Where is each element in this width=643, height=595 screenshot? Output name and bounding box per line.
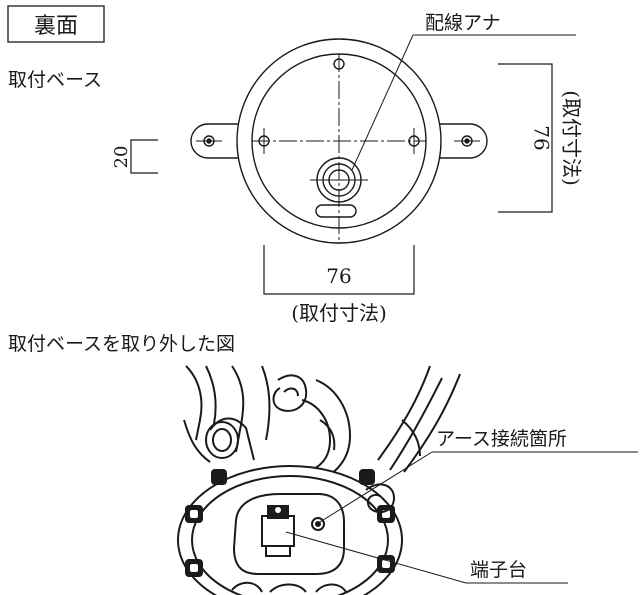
ground-point-label: アース接続箇所	[436, 428, 567, 450]
back-side-title-box: 裏面	[7, 5, 105, 43]
dim-76-horizontal-value: 76	[326, 264, 351, 288]
mounting-base-label: 取付ベース	[8, 69, 102, 91]
dim-76-vertical-note: (取付寸法)	[560, 90, 584, 186]
wiring-hole-label: 配線アナ	[425, 12, 501, 34]
dim-20-value: 20	[111, 146, 132, 169]
dim-76-vertical	[498, 63, 553, 213]
dim-76-vertical-value: 76	[530, 125, 554, 150]
terminal-block-callout: 端子台	[285, 531, 568, 584]
dim-76-horizontal	[263, 245, 415, 295]
wiring-hole-callout: 配線アナ	[351, 12, 576, 171]
mounting-base-drawing	[190, 38, 488, 244]
back-side-label: 裏面	[34, 14, 78, 39]
removed-view-caption: 取付ベースを取り外した図	[8, 333, 235, 355]
terminal-block-label: 端子台	[470, 559, 527, 581]
dim-20	[130, 139, 158, 174]
dim-76-horizontal-note: (取付寸法)	[291, 301, 387, 325]
fixture-without-base-illustration	[177, 365, 461, 595]
ground-point-callout: アース接続箇所	[319, 428, 638, 523]
